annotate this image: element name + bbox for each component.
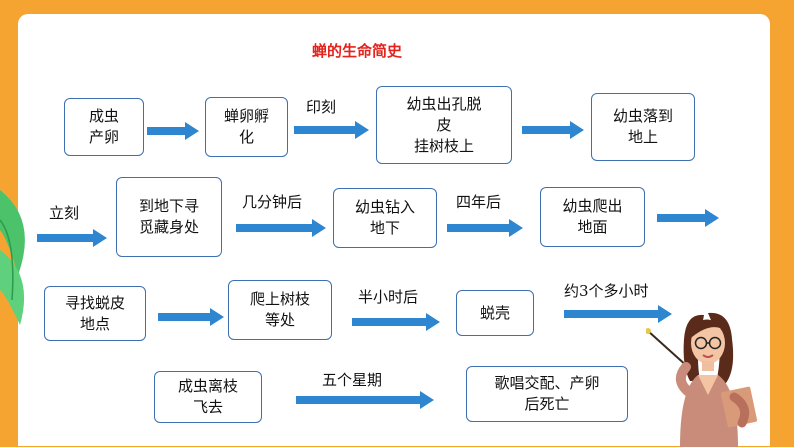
step-3-box: 幼虫出孔脱 皮 挂树枝上 [376,86,512,164]
arrow-4 [37,229,107,247]
label-7: 五个星期 [322,371,383,389]
arrow-7 [657,209,719,227]
arrow-5 [236,219,326,237]
step-6-box: 幼虫钻入 地下 [333,188,437,248]
step-9-box: 爬上树枝 等处 [228,280,332,340]
leaf-decoration-icon [0,190,25,325]
label-1: 印刻 [306,98,337,116]
step-7-box: 幼虫爬出 地面 [540,187,645,247]
step-10-box: 蜕壳 [456,290,534,336]
label-4: 四年后 [456,193,502,211]
label-3: 几分钟后 [242,193,303,211]
step-5-box: 到地下寻 觅藏身处 [116,177,222,257]
label-2: 立刻 [49,204,80,222]
step-2-box: 蝉卵孵 化 [205,97,288,157]
step-1-box: 成虫 产卵 [64,98,144,156]
diagram-title: 蝉的生命简史 [312,42,403,60]
arrow-10 [564,305,672,323]
arrow-11 [296,391,434,409]
arrow-1 [147,122,199,140]
arrow-8 [158,308,224,326]
teacher-illustration-icon [646,312,758,447]
step-8-box: 寻找蜕皮 地点 [44,286,146,341]
label-6: 约3个多小时 [564,282,649,300]
arrow-3 [522,121,584,139]
arrow-9 [352,313,440,331]
step-11-box: 成虫离枝 飞去 [154,371,262,423]
arrow-6 [447,219,523,237]
arrow-2 [294,121,369,139]
step-12-box: 歌唱交配、产卵 后死亡 [466,366,628,422]
step-4-box: 幼虫落到 地上 [591,93,695,161]
label-5: 半小时后 [358,288,419,306]
